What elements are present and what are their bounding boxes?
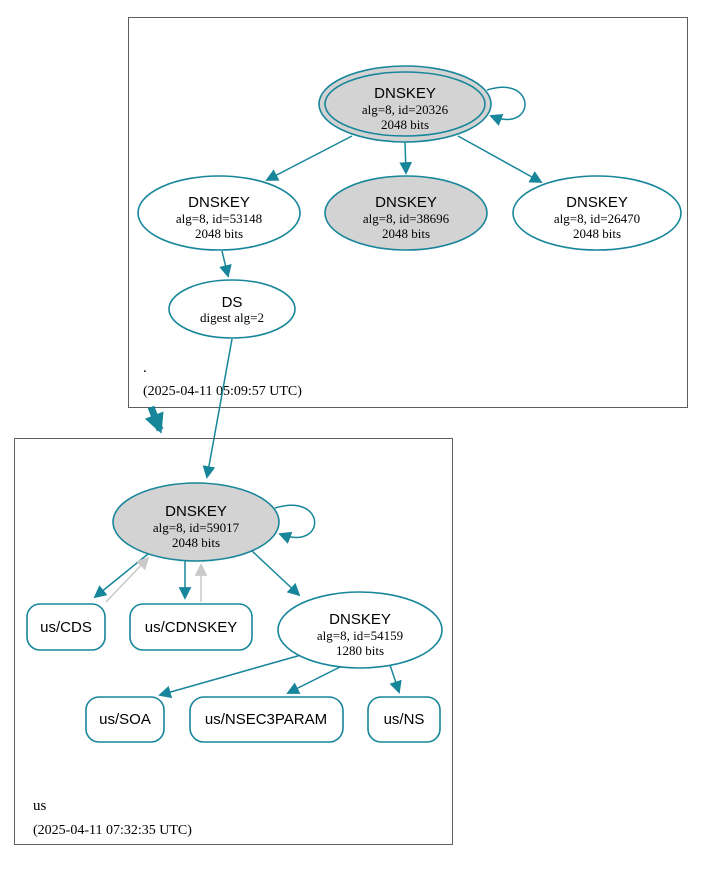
node-root-dnskey-26470-bits: 2048 bits — [573, 226, 621, 241]
edge-ksk20326-to-key38696 — [399, 141, 413, 175]
node-root-ds-shape[interactable] — [168, 279, 296, 339]
node-us-nsec3param[interactable]: us/NSEC3PARAM — [189, 696, 344, 743]
node-root-dnskey-26470-shape[interactable] — [512, 175, 682, 251]
node-us-dnskey-59017-bits: 2048 bits — [172, 535, 220, 550]
edge-key53148-to-ds — [219, 250, 232, 278]
node-root-dnskey-20326-title: DNSKEY — [374, 85, 436, 102]
node-us-cds[interactable]: us/CDS — [26, 603, 106, 651]
node-us-ns-label: us/NS — [384, 711, 425, 728]
node-root-dnskey-20326[interactable]: DNSKEY alg=8, id=20326 2048 bits — [318, 65, 492, 143]
node-us-cds-shape[interactable] — [26, 603, 106, 651]
node-root-dnskey-53148[interactable]: DNSKEY alg=8, id=53148 2048 bits — [137, 175, 301, 251]
node-root-ds-digest: digest alg=2 — [200, 310, 264, 325]
edge-ksk20326-to-key53148 — [265, 135, 353, 181]
node-root-dnskey-26470-alg: alg=8, id=26470 — [554, 211, 640, 226]
edge-ksk20326-to-key26470 — [457, 135, 543, 183]
node-us-soa-shape[interactable] — [85, 696, 165, 743]
node-root-dnskey-20326-alg: alg=8, id=20326 — [362, 102, 449, 117]
us-zone-label: us — [33, 798, 47, 814]
node-us-dnskey-54159-bits: 1280 bits — [336, 643, 384, 658]
node-root-dnskey-53148-alg: alg=8, id=53148 — [176, 211, 262, 226]
node-root-ds[interactable]: DS digest alg=2 — [168, 279, 296, 339]
node-us-dnskey-54159-alg: alg=8, id=54159 — [317, 628, 403, 643]
us-zone-timestamp: (2025-04-11 07:32:35 UTC) — [33, 823, 192, 838]
edge-root-delegation-to-us — [144, 405, 164, 434]
root-zone-cluster: DNSKEY alg=8, id=20326 2048 bits DNSKEY … — [128, 17, 688, 408]
node-root-dnskey-53148-title: DNSKEY — [188, 194, 250, 211]
node-root-dnskey-38696-alg: alg=8, id=38696 — [363, 211, 450, 226]
node-root-dnskey-38696-shape[interactable] — [324, 175, 488, 251]
node-root-dnskey-20326-inner — [324, 71, 486, 137]
edge-us-ksk-selfloop — [274, 504, 316, 544]
node-root-dnskey-20326-bits: 2048 bits — [381, 117, 429, 132]
node-us-dnskey-54159-title: DNSKEY — [329, 611, 391, 628]
node-root-ds-title: DS — [222, 294, 243, 311]
node-root-dnskey-38696-bits: 2048 bits — [382, 226, 430, 241]
node-us-dnskey-59017-shape[interactable] — [112, 482, 280, 562]
node-us-dnskey-54159-shape[interactable] — [277, 591, 443, 669]
node-us-nsec3param-shape[interactable] — [189, 696, 344, 743]
node-root-dnskey-38696-title: DNSKEY — [375, 194, 437, 211]
node-us-cdnskey-shape[interactable] — [129, 603, 253, 651]
node-us-soa-label: us/SOA — [99, 711, 151, 728]
node-us-cdnskey[interactable]: us/CDNSKEY — [129, 603, 253, 651]
node-us-dnskey-59017-title: DNSKEY — [165, 503, 227, 520]
edge-root-ksk-selfloop — [486, 86, 526, 126]
edge-ds-to-us-ksk — [202, 338, 233, 479]
root-zone-border — [128, 17, 688, 408]
edge-zsk54159-to-ns — [389, 664, 402, 694]
node-us-dnskey-59017-alg: alg=8, id=59017 — [153, 520, 240, 535]
node-root-dnskey-53148-shape[interactable] — [137, 175, 301, 251]
edge-zsk54159-to-nsec3param — [286, 665, 343, 694]
node-root-dnskey-53148-bits: 2048 bits — [195, 226, 243, 241]
node-us-ns[interactable]: us/NS — [367, 696, 441, 743]
edge-ksk59017-to-cds — [93, 553, 149, 599]
edge-cds-to-ksk59017-gray — [105, 556, 150, 603]
node-root-dnskey-26470-title: DNSKEY — [566, 194, 628, 211]
node-us-cdnskey-label: us/CDNSKEY — [145, 619, 238, 636]
node-us-cds-label: us/CDS — [40, 619, 92, 636]
node-us-ns-shape[interactable] — [367, 696, 441, 743]
node-root-dnskey-38696[interactable]: DNSKEY alg=8, id=38696 2048 bits — [324, 175, 488, 251]
node-us-nsec3param-label: us/NSEC3PARAM — [205, 711, 327, 728]
node-root-dnskey-20326-outer[interactable] — [318, 65, 492, 143]
node-us-dnskey-59017[interactable]: DNSKEY alg=8, id=59017 2048 bits — [112, 482, 280, 562]
edge-zsk54159-to-soa — [158, 654, 302, 699]
node-us-dnskey-54159[interactable]: DNSKEY alg=8, id=54159 1280 bits — [277, 591, 443, 669]
us-zone-cluster: DNSKEY alg=8, id=59017 2048 bits DNSKEY … — [14, 438, 453, 845]
edge-ksk59017-to-zsk54159 — [251, 550, 301, 597]
root-zone-label: . — [143, 360, 147, 376]
us-zone-border — [14, 438, 453, 845]
node-us-soa[interactable]: us/SOA — [85, 696, 165, 743]
node-root-dnskey-26470[interactable]: DNSKEY alg=8, id=26470 2048 bits — [512, 175, 682, 251]
